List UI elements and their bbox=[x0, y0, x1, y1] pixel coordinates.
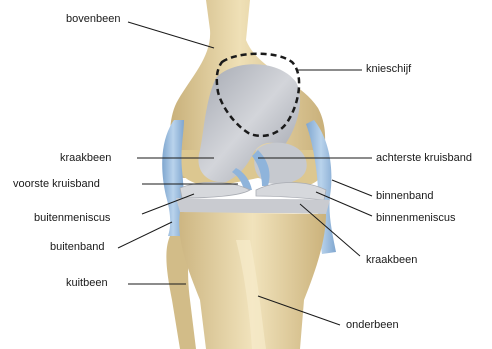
label-lateral-meniscus: buitenmeniscus bbox=[34, 212, 110, 225]
label-medial-meniscus: binnenmeniscus bbox=[376, 212, 456, 225]
leader-lcl bbox=[118, 222, 172, 248]
label-pcl: achterste kruisband bbox=[376, 152, 472, 165]
leader-femur bbox=[128, 22, 214, 48]
label-lcl: buitenband bbox=[50, 241, 104, 254]
label-acl: voorste kruisband bbox=[13, 178, 100, 191]
label-femur: bovenbeen bbox=[66, 13, 120, 26]
label-fibula: kuitbeen bbox=[66, 277, 108, 290]
label-mcl: binnenband bbox=[376, 190, 434, 203]
label-cartilage-upper: kraakbeen bbox=[60, 152, 111, 165]
label-cartilage-lower: kraakbeen bbox=[366, 254, 417, 267]
tibial-plateau bbox=[176, 198, 330, 214]
label-patella: knieschijf bbox=[366, 63, 411, 76]
label-tibia: onderbeen bbox=[346, 319, 399, 332]
leader-mcl bbox=[332, 180, 372, 196]
